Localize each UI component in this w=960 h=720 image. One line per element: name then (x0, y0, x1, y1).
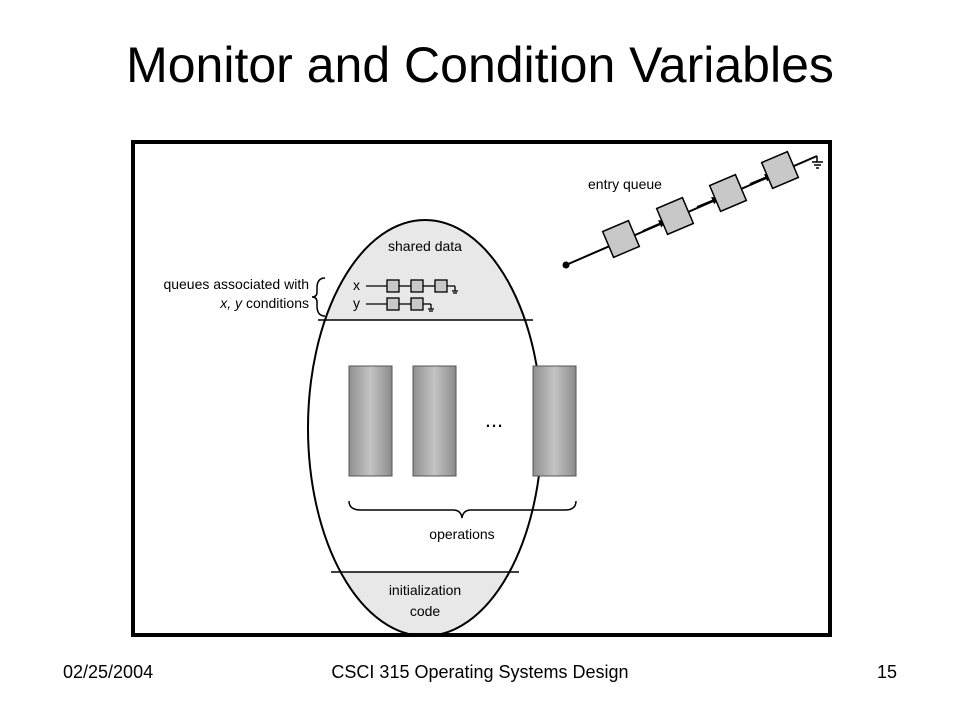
condition-y-label: y (353, 295, 360, 311)
queue-end-ground-icon (812, 156, 823, 169)
slide-title: Monitor and Condition Variables (126, 37, 834, 93)
condition-y-queue (366, 297, 434, 312)
monitor-diagram-svg: entry queue shared data queues associate… (163, 150, 823, 633)
initialization-label-line1: initialization (389, 582, 461, 598)
monitor-diagram: entry queue shared data queues associate… (131, 140, 832, 637)
footer-course-title: CSCI 315 Operating Systems Design (331, 662, 629, 682)
footer-page-number: 15 (876, 662, 897, 682)
queues-brace (311, 277, 326, 317)
operation-block-3 (532, 365, 577, 477)
queue-process-box-3 (708, 173, 748, 213)
initialization-label-line2: code (410, 603, 441, 619)
operations-brace (348, 500, 577, 519)
queue-process-box-2 (655, 196, 695, 236)
footer-date: 02/25/2004 (63, 662, 154, 682)
operation-block-1 (348, 365, 393, 477)
queues-label-vars: x, y (219, 295, 243, 311)
operations-label: operations (429, 526, 494, 542)
operation-block-2 (412, 365, 457, 477)
queues-label-line1: queues associated with (163, 276, 309, 292)
queues-label-line2: x, y conditions (219, 295, 309, 311)
queue-process-box-1 (601, 219, 641, 259)
queue-process-box-4 (760, 150, 800, 190)
condition-x-queue (366, 279, 458, 294)
queues-label-rest: conditions (242, 295, 309, 311)
entry-point-dot (562, 261, 570, 269)
entry-queue-label: entry queue (588, 176, 662, 192)
shared-data-label: shared data (388, 238, 462, 254)
condition-x-label: x (353, 277, 360, 293)
operations-ellipsis: ... (485, 407, 503, 432)
